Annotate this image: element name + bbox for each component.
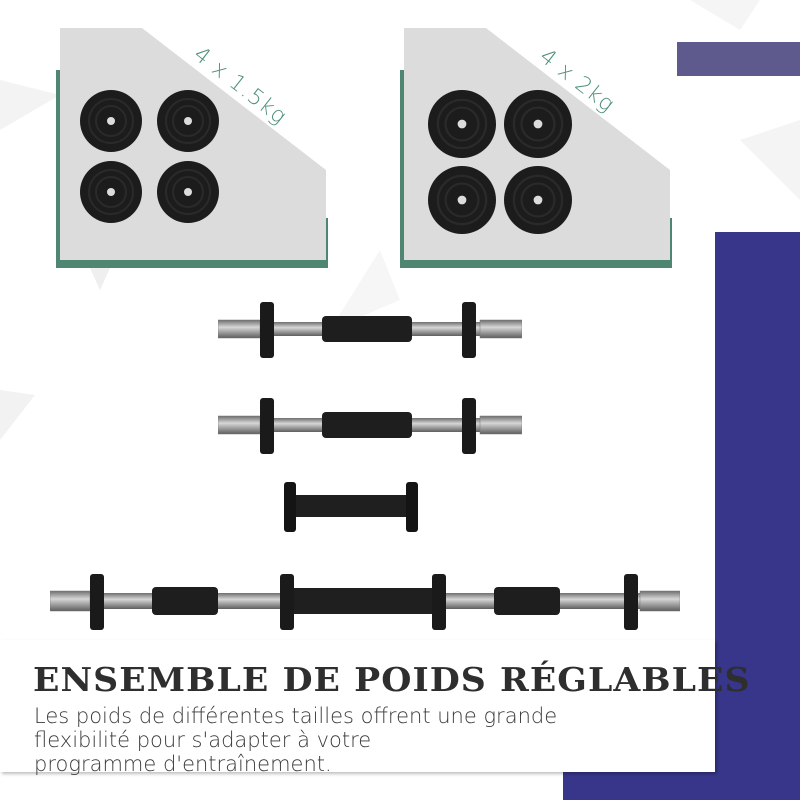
- description-line: programme d'entraînement.: [34, 752, 332, 776]
- description-line: Les poids de différentes tailles offrent…: [34, 704, 558, 728]
- weight-plate-icon: [157, 161, 219, 223]
- decorative-purple-panel: [715, 232, 800, 800]
- text-panel: [0, 640, 715, 772]
- dumbbell-handle-icon: [218, 302, 522, 358]
- connector-tube-icon: [284, 482, 418, 532]
- weight-plate-icon: [157, 90, 219, 152]
- weight-card-1-5kg: 4 x 1.5kg: [56, 28, 328, 268]
- description: Les poids de différentes tailles offrent…: [34, 704, 557, 776]
- dumbbell-handle-icon: [218, 398, 522, 454]
- weight-plate-icon: [80, 161, 142, 223]
- weight-plate-icon: [504, 166, 572, 234]
- decorative-accent-bar: [677, 42, 800, 76]
- weight-plate-icon: [504, 90, 572, 158]
- description-line: flexibilité pour s'adapter à votre: [34, 728, 372, 752]
- weight-plate-icon: [428, 90, 496, 158]
- barbell-icon: [50, 574, 680, 630]
- weight-plate-icon: [428, 166, 496, 234]
- headline: ENSEMBLE DE POIDS RÉGLABLES: [33, 660, 751, 699]
- decorative-purple-panel-foot: [563, 772, 800, 800]
- weight-plate-icon: [80, 90, 142, 152]
- weight-card-2kg: 4 x 2kg: [400, 28, 672, 268]
